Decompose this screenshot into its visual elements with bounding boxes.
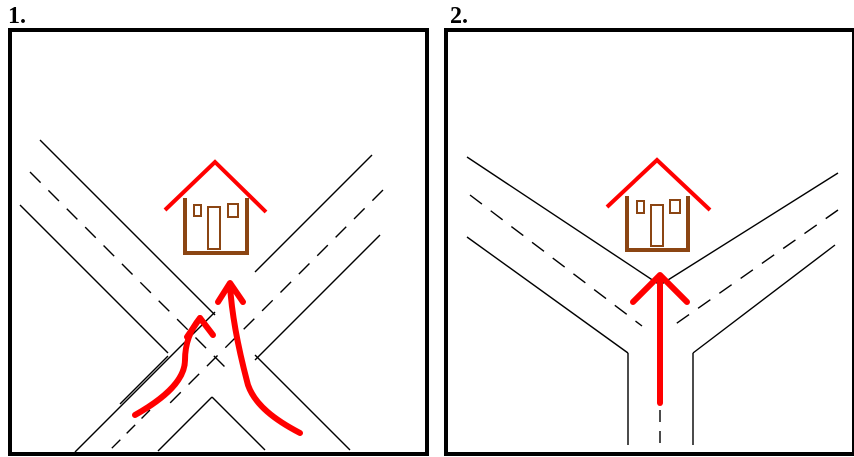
panel-1 bbox=[10, 30, 427, 454]
panel-1-frame bbox=[10, 30, 427, 454]
panel-1-roads bbox=[20, 140, 383, 452]
arrow-icon bbox=[633, 275, 687, 403]
house-icon bbox=[607, 160, 710, 250]
arrow-icon bbox=[135, 283, 300, 433]
panel-2 bbox=[446, 30, 854, 454]
panel-2-roads bbox=[467, 157, 838, 450]
house-icon bbox=[165, 162, 266, 253]
